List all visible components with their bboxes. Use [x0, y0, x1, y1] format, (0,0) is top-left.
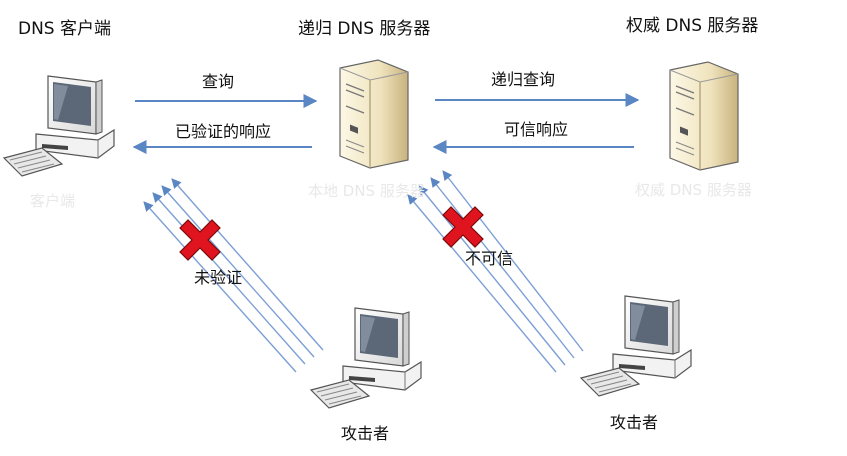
red-x-icon [179, 219, 221, 261]
left-attack-arrows [143, 178, 324, 373]
recursive-server-icon [339, 59, 409, 169]
local-server-reflection-label: 本地 DNS 服务器 [308, 182, 425, 200]
unverified-label: 未验证 [194, 268, 243, 287]
client-title: DNS 客户端 [18, 19, 112, 39]
trusted-response-label: 可信响应 [504, 120, 569, 139]
client-computer-icon [3, 75, 115, 177]
attacker-right-label: 攻击者 [610, 413, 659, 432]
client-reflection-label: 客户端 [30, 192, 76, 210]
authoritative-server-icon [669, 61, 739, 171]
recursive-query-label: 递归查询 [491, 70, 556, 89]
query-label: 查询 [202, 72, 235, 91]
verified-response-label: 已验证的响应 [175, 122, 272, 141]
authoritative-reflection-label: 权威 DNS 服务器 [635, 181, 752, 199]
attacker-left-computer-icon [310, 307, 422, 409]
attacker-left-label: 攻击者 [341, 424, 390, 443]
right-attack-arrows [407, 170, 584, 373]
recursive-server-title: 递归 DNS 服务器 [298, 19, 431, 39]
untrusted-label: 不可信 [465, 249, 514, 268]
authoritative-server-title: 权威 DNS 服务器 [626, 16, 759, 36]
attacker-right-computer-icon [580, 295, 692, 397]
